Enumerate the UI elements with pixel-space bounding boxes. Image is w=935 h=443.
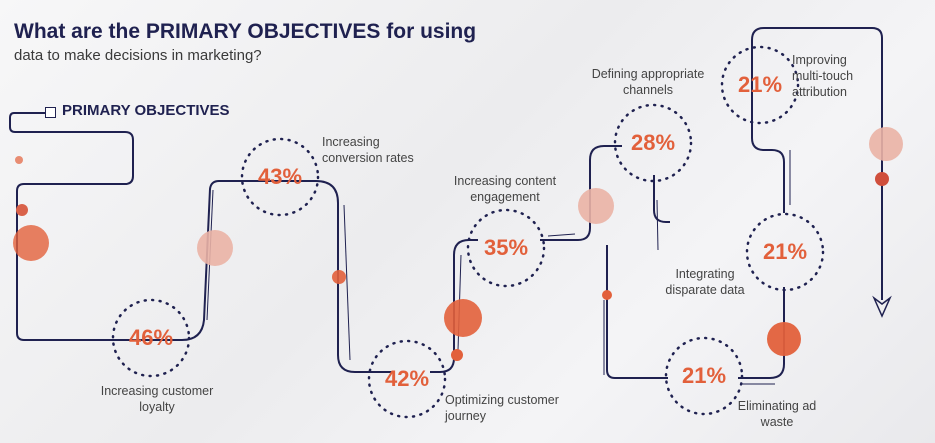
label-line: Eliminating ad (737, 399, 817, 413)
objective-label: Increasing customer loyalty (82, 383, 232, 415)
title-suffix: for using (380, 20, 477, 43)
objective-label: Defining appropriate channels (573, 66, 723, 98)
title-prefix: What are the (14, 20, 146, 43)
pct-value: 21% (681, 363, 727, 388)
pct-value: 21% (737, 72, 783, 97)
deco-dot (444, 299, 482, 337)
pct-ring (111, 298, 191, 378)
label-line: Optimizing customer (445, 393, 559, 407)
objective-label: Improving multi-touch attribution (792, 52, 853, 100)
flow-thin-line (656, 199, 659, 251)
label-line: engagement (470, 190, 540, 204)
deco-dot (875, 172, 889, 186)
pct-value: 21% (762, 239, 808, 264)
objective-label: Increasing conversion rates (322, 134, 414, 166)
pct-value: 46% (128, 325, 174, 350)
label-line: Improving (792, 53, 847, 67)
deco-dot (602, 290, 612, 300)
flow-path (751, 27, 883, 300)
label-line: waste (760, 415, 794, 429)
page-title: What are the PRIMARY OBJECTIVES for usin… (14, 20, 476, 44)
label-line: conversion rates (322, 151, 414, 165)
deco-dot (767, 322, 801, 356)
pct-ring (613, 103, 693, 183)
label-line: Integrating (675, 267, 735, 281)
pct-ring (745, 212, 825, 292)
label-line: disparate data (665, 283, 745, 297)
deco-dot (451, 349, 463, 361)
legend-label: PRIMARY OBJECTIVES (62, 102, 230, 119)
label-line: loyalty (139, 400, 175, 414)
deco-dot (869, 127, 903, 161)
label-line: multi-touch (792, 69, 854, 83)
objective-label: Optimizing customer journey (445, 392, 559, 424)
label-line: Increasing content (453, 174, 557, 188)
flow-path (738, 287, 785, 379)
objective-label: Eliminating ad waste (727, 398, 827, 430)
deco-dot (578, 188, 614, 224)
objective-label: Increasing content engagement (430, 173, 580, 205)
arrow-head-icon (872, 295, 892, 318)
pct-ring (664, 336, 744, 416)
label-line: attribution (792, 85, 847, 99)
flow-thin-line (547, 233, 576, 237)
deco-dot (332, 270, 346, 284)
objective-label: Integrating disparate data (640, 266, 770, 298)
flow-thin-line (343, 204, 351, 361)
flow-path (606, 245, 668, 379)
deco-dot (197, 230, 233, 266)
label-line: Increasing customer (100, 384, 214, 398)
pct-ring (367, 339, 447, 419)
pct-value: 42% (384, 366, 430, 391)
page-subtitle: data to make decisions in marketing? (14, 47, 262, 64)
title-emphasis: PRIMARY OBJECTIVES (145, 20, 381, 43)
pct-value: 35% (483, 235, 529, 260)
deco-dot (13, 225, 49, 261)
deco-dot (15, 156, 23, 164)
flow-path (653, 175, 670, 223)
label-line: journey (445, 409, 486, 423)
label-line: Increasing (322, 135, 380, 149)
pct-value: 28% (630, 130, 676, 155)
label-line: channels (622, 83, 674, 97)
pct-value: 43% (257, 164, 303, 189)
pct-ring (466, 208, 546, 288)
pct-ring (720, 45, 800, 125)
deco-dot (16, 204, 28, 216)
flow-path (9, 112, 392, 373)
legend-marker (45, 107, 56, 118)
label-line: Defining appropriate (591, 67, 705, 81)
pct-ring (240, 137, 320, 217)
